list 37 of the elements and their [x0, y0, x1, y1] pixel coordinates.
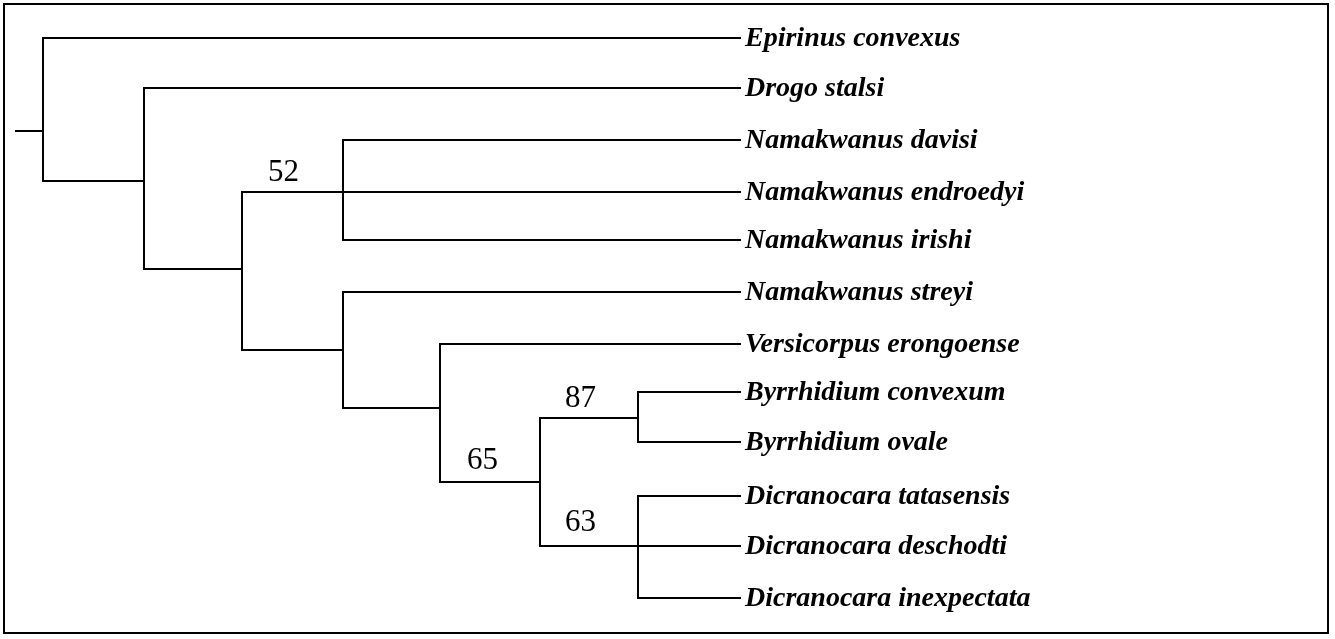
taxon-name: Dicranocara deschodti [741, 528, 1012, 562]
taxon-name: Namakwanus endroedyi [741, 174, 1029, 208]
support-value: 87 [565, 380, 596, 414]
support-value: 52 [268, 154, 299, 188]
tree-branch [143, 87, 742, 89]
tree-branch [539, 417, 638, 419]
taxon-name: Versicorpus erongoense [741, 326, 1024, 360]
tree-branch [342, 291, 742, 293]
tree-branch [637, 441, 742, 443]
support-value: 65 [467, 442, 498, 476]
support-value: 63 [565, 504, 596, 538]
tree-branch [342, 239, 742, 241]
tree-branch [637, 545, 742, 547]
taxon-name: Namakwanus irishi [741, 222, 976, 256]
tree-branch [439, 343, 742, 345]
taxon-name: Dicranocara inexpectata [741, 580, 1035, 614]
tree-branch [342, 191, 742, 193]
tree-branch [14, 130, 43, 132]
tree-branch [439, 481, 540, 483]
taxon-name: Namakwanus streyi [741, 274, 977, 308]
taxon-name: Namakwanus davisi [741, 122, 982, 156]
tree-branch [42, 37, 742, 39]
tree-branch [342, 139, 742, 141]
taxon-name: Byrrhidium convexum [741, 374, 1010, 408]
taxon-name: Drogo stalsi [741, 70, 889, 104]
taxon-name: Byrrhidium ovale [741, 424, 952, 458]
tree-branch [241, 191, 343, 193]
tree-branch [241, 349, 343, 351]
tree-branch [42, 180, 144, 182]
tree-branch [143, 268, 242, 270]
taxon-name: Dicranocara tatasensis [741, 478, 1015, 512]
tree-branch [637, 391, 742, 393]
tree-branch [342, 407, 440, 409]
tree-branch [539, 545, 638, 547]
tree-branch [637, 495, 742, 497]
tree-branch [637, 597, 742, 599]
taxon-name: Epirinus convexus [741, 20, 965, 54]
